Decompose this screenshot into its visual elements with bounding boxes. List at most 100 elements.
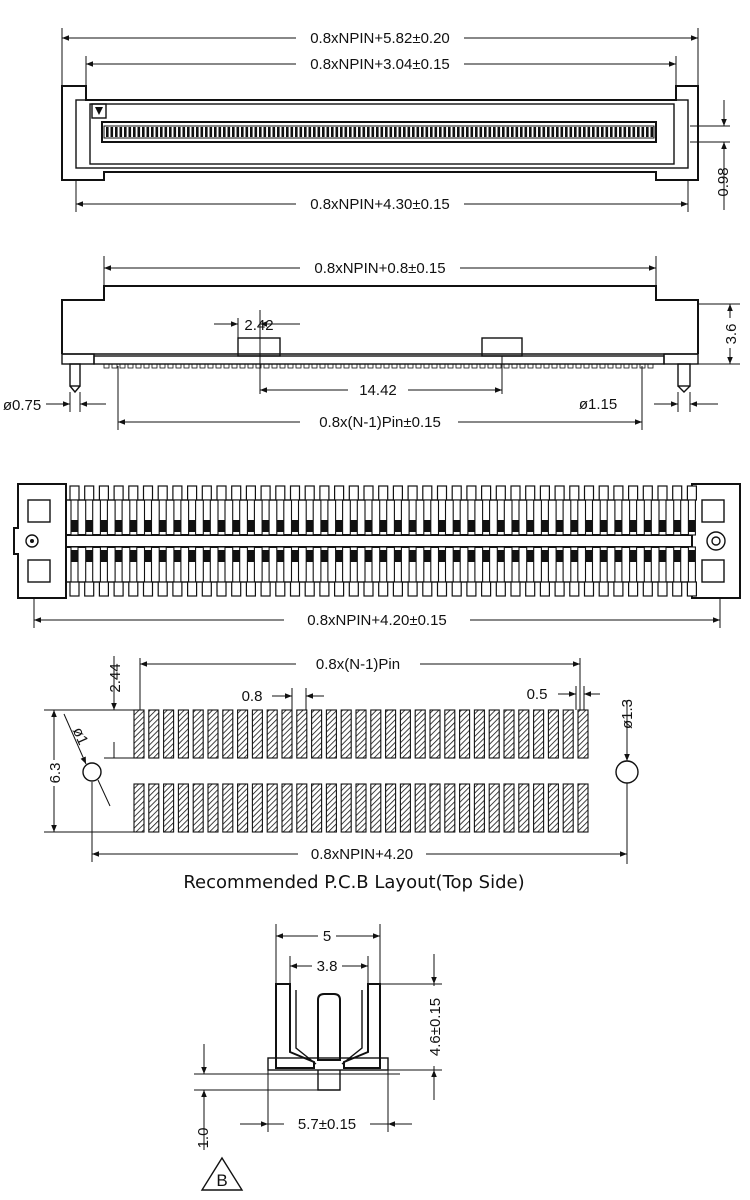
pcb-pad-bottom (547, 783, 559, 833)
lead-foot (535, 363, 542, 369)
pin-tooth (241, 127, 244, 137)
pin-tooth (493, 127, 496, 137)
lead-foot (423, 363, 430, 369)
dim-section-inner: 3.8 (317, 958, 338, 975)
contact-top-tip (614, 520, 622, 532)
dim-front-height: 3.6 (723, 324, 740, 345)
lead-foot (239, 363, 246, 369)
contact-top (496, 499, 505, 536)
pin-tooth (322, 127, 325, 137)
lead-foot (159, 363, 166, 369)
contact-top-tip (218, 520, 225, 532)
pcb-pad-bottom (577, 783, 589, 833)
pin-tooth (223, 127, 226, 137)
pin-tooth (560, 127, 564, 137)
dim-section-foot: 5.7±0.15 (298, 1116, 356, 1133)
outer-lead-bottom (672, 581, 683, 597)
pin-tooth (524, 127, 528, 137)
outer-lead-bottom (231, 581, 242, 597)
pin-tooth (398, 127, 402, 137)
lead-foot (255, 363, 262, 369)
contact-top (320, 499, 329, 536)
pin-tooth (583, 127, 586, 137)
outer-lead-bottom (304, 581, 315, 597)
contact-top (673, 499, 682, 536)
pin-tooth (623, 127, 627, 137)
lead-foot (575, 363, 582, 369)
pin-tooth (448, 127, 451, 137)
pcb-pad-bottom (207, 783, 219, 833)
contact-bottom-tip (247, 550, 255, 562)
contact-bottom-tip (379, 550, 387, 562)
contact-top-tip (659, 520, 666, 532)
pin-tooth (425, 127, 429, 137)
pcb-pad-bottom (414, 783, 426, 833)
pin-tooth (569, 127, 573, 137)
outer-lead-top (157, 485, 168, 501)
contact-bottom-tip (423, 550, 431, 562)
dim-pcb-hole-right: ø1.3 (619, 699, 636, 729)
pin-tooth (497, 127, 501, 137)
outer-lead-bottom (98, 581, 110, 597)
contact-top (364, 499, 373, 536)
pcb-pad-bottom (311, 783, 323, 833)
pcb-pad-top (577, 709, 589, 759)
pin-tooth (403, 127, 406, 137)
contact-bottom-tip (482, 550, 490, 562)
pin-tooth (196, 127, 199, 137)
pin-tooth (407, 127, 411, 137)
pcb-pad-bottom (488, 783, 500, 833)
pin-tooth (164, 127, 168, 137)
contact-top (305, 499, 314, 536)
lead-foot (439, 363, 446, 369)
outer-lead-bottom (627, 581, 639, 597)
outer-lead-top (554, 485, 565, 501)
pin-tooth (142, 127, 145, 137)
contact-bottom-tip (644, 550, 652, 562)
outer-lead-top (363, 485, 374, 501)
pin-tooth (160, 127, 163, 137)
contact-top-tip (173, 520, 181, 532)
outer-lead-top (260, 485, 271, 501)
dim-plan-overall: 0.8xNPIN+4.20±0.15 (307, 612, 447, 629)
pin-tooth (227, 127, 231, 137)
pcb-pad-bottom (325, 783, 337, 833)
pin-tooth (457, 127, 460, 137)
pin-tooth (529, 127, 532, 137)
pin-tooth (596, 127, 600, 137)
outer-lead-bottom (348, 581, 359, 597)
pin-tooth (466, 127, 469, 137)
lead-foot (495, 363, 502, 369)
pin-tooth (349, 127, 352, 137)
contact-top (188, 499, 197, 536)
contact-top (379, 499, 388, 536)
pin-tooth (313, 127, 316, 137)
lead-foot (551, 363, 558, 369)
lead-foot (583, 363, 590, 369)
outer-lead-top (348, 485, 359, 501)
lead-foot (503, 363, 510, 369)
pcb-pad-top (266, 709, 278, 759)
lead-foot (343, 363, 350, 369)
pin-tooth (290, 127, 294, 137)
contact-top (482, 499, 491, 536)
outer-lead-bottom (598, 581, 609, 597)
contact-bottom-tip (115, 550, 123, 562)
contact-top (261, 499, 270, 536)
dim-section-height: 4.6±0.15 (427, 998, 444, 1056)
dim-pcb-row-span: 6.3 (47, 763, 64, 784)
contact-bottom-tip (320, 550, 328, 562)
contact-top (349, 499, 358, 536)
outer-lead-bottom (436, 581, 448, 597)
pin-tooth (200, 127, 204, 137)
lead-foot (615, 363, 622, 369)
lead-foot (375, 363, 382, 369)
pcb-pad-top (503, 709, 515, 759)
lead-foot (623, 363, 630, 369)
pcb-pad-top (518, 709, 530, 759)
pin-tooth (506, 127, 510, 137)
pcb-layout-caption: Recommended P.C.B Layout(Top Side) (183, 872, 524, 893)
pin-tooth (340, 127, 343, 137)
pin-tooth (520, 127, 523, 137)
pcb-pad-bottom (429, 783, 441, 833)
